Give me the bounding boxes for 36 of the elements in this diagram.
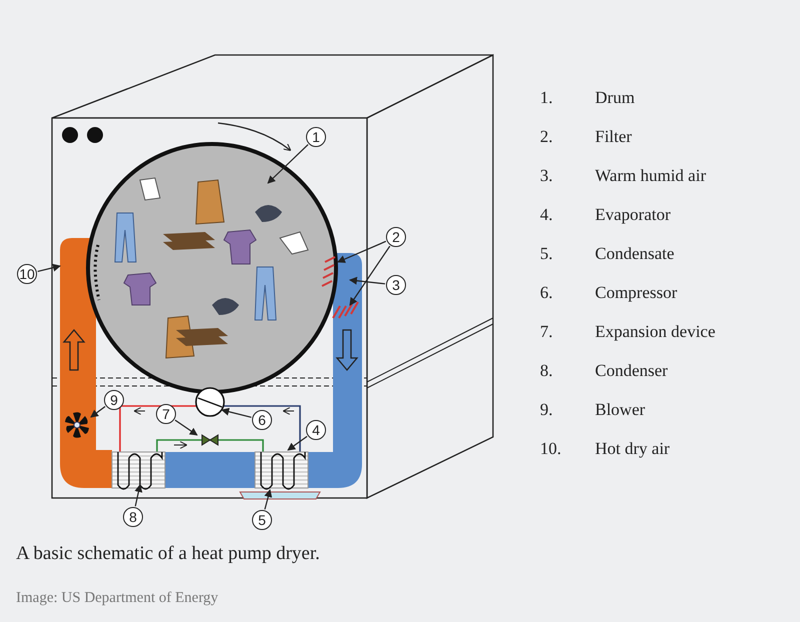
callout-number: 10 bbox=[17, 264, 37, 284]
legend-text: Drum bbox=[595, 88, 635, 108]
legend-text: Expansion device bbox=[595, 322, 716, 342]
leader-line bbox=[38, 264, 61, 272]
leader-line bbox=[337, 240, 386, 263]
legend-text: Blower bbox=[595, 400, 646, 420]
leader-line bbox=[267, 144, 308, 184]
leader-line bbox=[174, 420, 198, 436]
legend-text: Warm humid air bbox=[595, 166, 706, 186]
list-number: 4. bbox=[540, 205, 553, 225]
legend-text: Condenser bbox=[595, 361, 668, 381]
list-number: 9. bbox=[540, 400, 553, 420]
legend-text: Evaporator bbox=[595, 205, 671, 225]
legend-text: Compressor bbox=[595, 283, 678, 303]
leader-line bbox=[221, 408, 252, 418]
leader-line bbox=[264, 489, 272, 510]
legend-text: Condensate bbox=[595, 244, 674, 264]
leader-line bbox=[349, 246, 390, 306]
list-number: 6. bbox=[540, 283, 553, 303]
legend-text: Filter bbox=[595, 127, 632, 147]
callout-number: 8 bbox=[123, 507, 143, 527]
list-number: 8. bbox=[540, 361, 553, 381]
leader-line bbox=[90, 406, 106, 418]
caption: A basic schematic of a heat pump dryer. bbox=[16, 543, 320, 565]
leader-line bbox=[349, 276, 386, 285]
list-number: 7. bbox=[540, 322, 553, 342]
list-number: 2. bbox=[540, 127, 553, 147]
image-credit: Image: US Department of Energy bbox=[16, 590, 218, 607]
list-number: 3. bbox=[540, 166, 553, 186]
list-number: 5. bbox=[540, 244, 553, 264]
leader-line bbox=[287, 436, 308, 451]
list-number: 1. bbox=[540, 88, 553, 108]
leader-line bbox=[134, 484, 142, 506]
legend-text: Hot dry air bbox=[595, 439, 670, 459]
callout-number: 5 bbox=[252, 510, 272, 530]
list-number: 10. bbox=[540, 439, 562, 459]
